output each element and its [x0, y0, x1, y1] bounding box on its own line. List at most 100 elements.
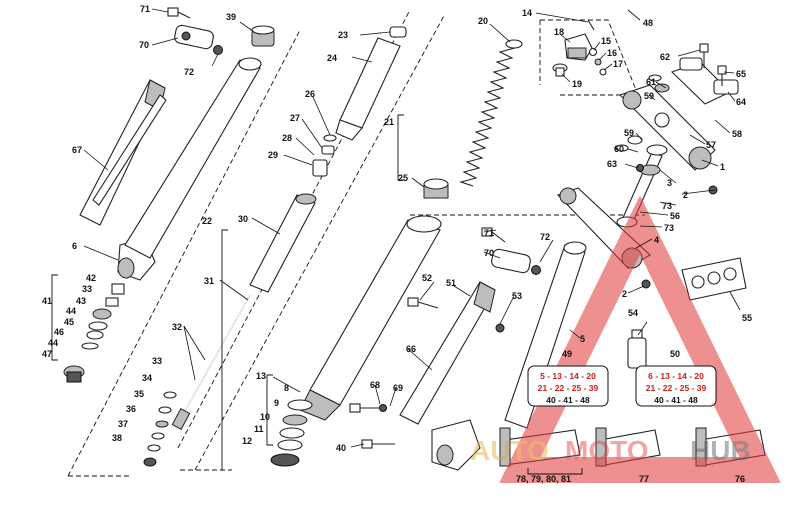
label-12: 12	[242, 436, 252, 446]
label-35: 35	[134, 389, 144, 399]
label-57: 57	[706, 140, 716, 150]
clamp-70	[174, 24, 214, 50]
label-30: 30	[238, 214, 248, 224]
label-72b: 72	[540, 232, 550, 242]
label-47: 47	[42, 349, 52, 359]
label-76: 76	[735, 474, 745, 484]
spring-21	[459, 47, 516, 187]
label-48: 48	[643, 18, 653, 28]
nut-72	[213, 45, 223, 55]
label-2: 2	[683, 190, 688, 200]
label-20: 20	[478, 16, 488, 26]
label-21: 21	[384, 117, 394, 127]
clamp-70-right	[491, 248, 531, 274]
bolts-62-65	[699, 43, 727, 86]
label-11: 11	[254, 424, 264, 434]
label-70b: 70	[484, 248, 494, 258]
label-53: 53	[512, 291, 522, 301]
kit-50-line3: 40 - 41 - 48	[654, 395, 698, 405]
kit-box-49: 5 - 13 - 14 - 20 21 - 22 - 25 - 39 40 - …	[527, 365, 609, 407]
kit-50-line1: 6 - 13 - 14 - 20	[648, 371, 704, 381]
label-4: 4	[654, 235, 659, 245]
label-24: 24	[327, 53, 337, 63]
label-46: 46	[54, 327, 64, 337]
bolts-68-69-52-53	[349, 297, 505, 449]
label-72: 72	[184, 67, 194, 77]
label-67: 67	[72, 145, 82, 155]
label-70: 70	[139, 40, 149, 50]
part-labels: 71 39 70 72 67 6 42 33 41 43 44 45 46 44…	[42, 4, 752, 484]
label-9: 9	[274, 398, 279, 408]
label-39: 39	[226, 12, 236, 22]
bearings-3-57-59-60-61	[615, 74, 718, 289]
kit-49-line1: 5 - 13 - 14 - 20	[540, 371, 596, 381]
seals-8-12	[270, 399, 313, 467]
oil-bottle-54	[627, 329, 647, 369]
label-60: 60	[614, 144, 624, 154]
kit-49-line2: 21 - 22 - 25 - 39	[538, 383, 599, 393]
label-49: 49	[562, 349, 572, 359]
label-26: 26	[305, 89, 315, 99]
label-32: 32	[172, 322, 182, 332]
kit-49-line3: 40 - 41 - 48	[546, 395, 590, 405]
spacer-20	[505, 39, 523, 49]
label-18: 18	[554, 27, 564, 37]
right-stanchion-5	[504, 241, 587, 429]
label-38: 38	[112, 433, 122, 443]
right-foot	[431, 419, 481, 471]
label-68: 68	[370, 380, 380, 390]
label-19: 19	[572, 79, 582, 89]
label-71: 71	[140, 4, 150, 14]
label-16: 16	[607, 48, 617, 58]
label-61: 61	[646, 77, 656, 87]
label-27: 27	[290, 113, 300, 123]
upper-triple-clamp-1	[618, 84, 716, 171]
label-58: 58	[732, 129, 742, 139]
label-77: 77	[639, 474, 649, 484]
damper-parts-33-38	[143, 391, 177, 467]
bolt-71	[167, 7, 191, 19]
label-73b: 73	[664, 223, 674, 233]
label-1: 1	[720, 162, 725, 172]
left-stanchion-tube	[124, 57, 262, 259]
kit-box-50: 6 - 13 - 14 - 20 21 - 22 - 25 - 39 40 - …	[635, 365, 717, 407]
leader-lines	[83, 8, 741, 448]
label-45: 45	[64, 317, 74, 327]
label-56: 56	[670, 211, 680, 221]
label-51: 51	[446, 278, 456, 288]
label-44b: 44	[48, 338, 58, 348]
label-2b: 2	[622, 289, 627, 299]
label-50: 50	[670, 349, 680, 359]
label-29: 29	[268, 150, 278, 160]
left-slider-67	[79, 79, 167, 226]
watermark-text-auto: AUTO	[470, 435, 549, 466]
label-59b: 59	[624, 128, 634, 138]
label-42: 42	[86, 273, 96, 283]
label-33b: 33	[152, 356, 162, 366]
label-40: 40	[336, 443, 346, 453]
label-71b: 71	[484, 228, 494, 238]
label-54: 54	[628, 308, 638, 318]
label-23: 23	[338, 30, 348, 40]
label-8: 8	[284, 383, 289, 393]
seat-25	[423, 178, 449, 199]
label-37: 37	[118, 419, 128, 429]
label-41: 41	[42, 296, 52, 306]
label-55: 55	[742, 313, 752, 323]
tube-24	[335, 37, 401, 141]
cap-assembly-48	[552, 19, 607, 77]
label-73: 73	[662, 201, 672, 211]
watermark-text-moto: MOTO	[565, 435, 648, 466]
kit-50-line2: 21 - 22 - 25 - 39	[646, 383, 707, 393]
label-78-81: 78, 79, 80, 81	[516, 474, 571, 484]
label-14: 14	[522, 8, 532, 18]
label-66: 66	[406, 344, 416, 354]
label-10: 10	[260, 412, 270, 422]
label-22: 22	[202, 216, 212, 226]
label-63: 63	[607, 159, 617, 169]
label-6: 6	[72, 241, 77, 251]
right-slider-66	[399, 281, 496, 425]
label-5: 5	[580, 334, 585, 344]
